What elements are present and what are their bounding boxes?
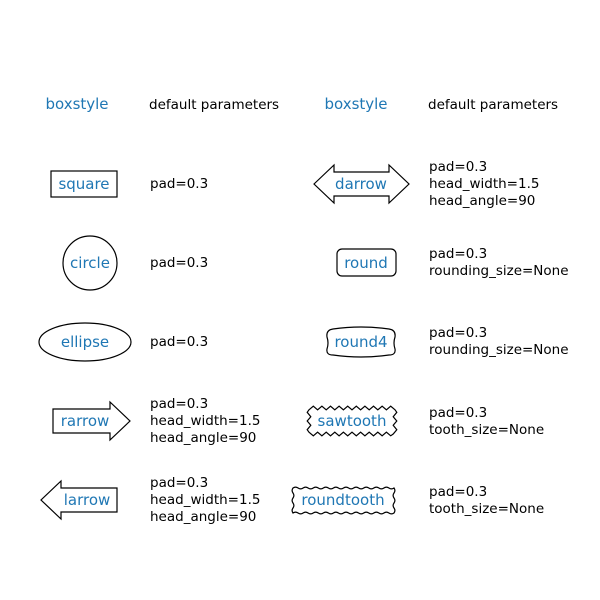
square-box-shape [50, 170, 118, 198]
boxstyle-row-square: square pad=0.3 [50, 170, 208, 198]
boxstyle-row-roundtooth: roundtooth pad=0.3 tooth_size=None [291, 484, 544, 517]
sawtooth-label: sawtooth [318, 412, 387, 430]
round4-box-shape [326, 326, 396, 358]
ellipse-box-shape [38, 322, 132, 362]
circle-param-line-1: pad=0.3 [150, 255, 208, 271]
darrow-label: darrow [335, 175, 387, 193]
sawtooth-param-line-1: pad=0.3 [429, 405, 487, 421]
roundtooth-label: roundtooth [301, 491, 384, 509]
roundtooth-param-line-2: tooth_size=None [429, 501, 544, 517]
boxstyle-row-circle: circle pad=0.3 [62, 235, 208, 291]
larrow-param-line-3: head_angle=90 [150, 509, 256, 525]
larrow-box-shape [40, 479, 118, 521]
ellipse-param-line-1: pad=0.3 [150, 334, 208, 350]
round4-param-line-1: pad=0.3 [429, 325, 487, 341]
boxstyle-row-darrow: darrow pad=0.3 head_width=1.5 head_angle… [313, 159, 539, 209]
round4-label: round4 [334, 333, 387, 351]
boxstyle-row-larrow: larrow pad=0.3 head_width=1.5 head_angle… [40, 475, 260, 525]
square-param-line-1: pad=0.3 [150, 176, 208, 192]
circle-box-shape [62, 235, 118, 291]
round-param-line-1: pad=0.3 [429, 246, 487, 262]
rarrow-param-line-3: head_angle=90 [150, 430, 256, 446]
square-label: square [58, 175, 109, 193]
round-param-line-2: rounding_size=None [429, 263, 569, 279]
darrow-param-line-2: head_width=1.5 [429, 176, 539, 192]
larrow-label: larrow [64, 491, 111, 509]
boxstyle-row-ellipse: ellipse pad=0.3 [38, 322, 208, 362]
larrow-param-line-1: pad=0.3 [150, 475, 208, 491]
darrow-param-line-1: pad=0.3 [429, 159, 487, 175]
round-label: round [344, 254, 388, 272]
rarrow-label: rarrow [61, 412, 110, 430]
boxstyle-row-sawtooth: sawtooth pad=0.3 tooth_size=None [306, 405, 544, 438]
boxstyle-row-round: round pad=0.3 rounding_size=None [336, 246, 569, 279]
circle-label: circle [70, 254, 110, 272]
ellipse-label: ellipse [61, 333, 109, 351]
sawtooth-param-line-2: tooth_size=None [429, 422, 544, 438]
roundtooth-box-shape [291, 486, 396, 515]
darrow-param-line-3: head_angle=90 [429, 193, 535, 209]
right-boxstyle-header: boxstyle [324, 95, 387, 113]
left-params-header: default parameters [149, 97, 279, 113]
rarrow-param-line-2: head_width=1.5 [150, 413, 260, 429]
roundtooth-param-line-1: pad=0.3 [429, 484, 487, 500]
darrow-box-shape [313, 163, 410, 205]
sawtooth-box-shape [306, 405, 398, 437]
boxstyle-row-rarrow: rarrow pad=0.3 head_width=1.5 head_angle… [52, 396, 260, 446]
rarrow-param-line-1: pad=0.3 [150, 396, 208, 412]
right-params-header: default parameters [428, 97, 558, 113]
larrow-param-line-2: head_width=1.5 [150, 492, 260, 508]
left-boxstyle-header: boxstyle [45, 95, 108, 113]
round4-param-line-2: rounding_size=None [429, 342, 569, 358]
round-box-shape [336, 248, 397, 277]
boxstyle-row-round4: round4 pad=0.3 rounding_size=None [326, 325, 569, 358]
rarrow-box-shape [52, 400, 131, 442]
